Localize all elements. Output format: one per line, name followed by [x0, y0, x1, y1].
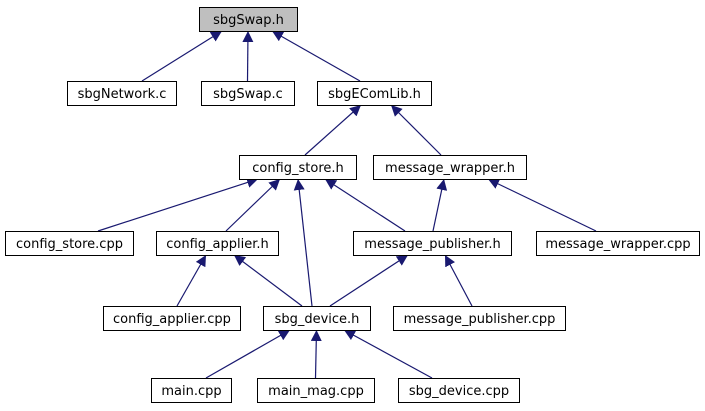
edge-main_cpp-to-sbg_device_h — [205, 329, 291, 379]
node-label: sbgEComLib.h — [328, 87, 421, 102]
node-label: config_store.cpp — [16, 237, 123, 252]
node-box — [257, 378, 375, 403]
node-label: message_wrapper.h — [385, 161, 515, 176]
node-sbg_device_h[interactable]: sbg_device.h — [263, 306, 371, 331]
edge-message_wrapper_cpp-to-message_wrapper_h — [487, 178, 597, 232]
edge-config_store_h-to-sbgecomlib_h — [304, 104, 362, 156]
node-config_store_cpp[interactable]: config_store.cpp — [5, 231, 134, 256]
node-label: sbgSwap.c — [213, 87, 283, 102]
node-box — [263, 306, 371, 331]
node-message_wrapper_cpp[interactable]: message_wrapper.cpp — [536, 231, 700, 256]
edge-message_publisher_h-to-message_wrapper_h — [432, 178, 448, 232]
node-label: main.cpp — [161, 384, 221, 399]
node-sbgnetwork_c[interactable]: sbgNetwork.c — [67, 81, 177, 106]
edge-message_wrapper_h-to-sbgecomlib_h — [390, 104, 442, 156]
node-box — [353, 231, 512, 256]
node-message_publisher_h[interactable]: message_publisher.h — [353, 231, 512, 256]
node-box — [5, 231, 134, 256]
edge-message_publisher_cpp-to-message_publisher_h — [444, 254, 473, 307]
node-sbgswap_h: sbgSwap.h — [199, 7, 298, 32]
edge-main_mag_cpp-to-sbg_device_h — [310, 329, 322, 379]
nodes-layer: sbgSwap.h sbgNetwork.c sbgSwap.c sbgEComLib… — [5, 7, 700, 403]
node-label: message_wrapper.cpp — [545, 237, 690, 252]
node-label: sbgSwap.h — [213, 13, 284, 28]
node-box — [239, 155, 357, 180]
edge-config_applier_h-to-config_store_h — [225, 178, 281, 232]
node-sbgswap_c[interactable]: sbgSwap.c — [201, 81, 295, 106]
edges-layer — [97, 30, 597, 379]
node-sbgecomlib_h[interactable]: sbgEComLib.h — [317, 81, 432, 106]
node-label: sbg_device.h — [275, 312, 360, 327]
node-box — [373, 155, 527, 180]
node-box — [199, 7, 298, 32]
edge-sbgswap_c-to-sbgswap_h — [242, 30, 254, 82]
node-box — [67, 81, 177, 106]
edge-sbgecomlib_h-to-sbgswap_h — [271, 30, 361, 82]
node-box — [536, 231, 700, 256]
node-message_wrapper_h[interactable]: message_wrapper.h — [373, 155, 527, 180]
edge-message_publisher_h-to-config_store_h — [324, 178, 406, 232]
node-label: sbgNetwork.c — [78, 87, 167, 102]
node-sbg_device_cpp[interactable]: sbg_device.cpp — [398, 378, 520, 403]
edge-sbg_device_h-to-message_publisher_h — [329, 254, 409, 307]
edge-sbg_device_h-to-config_applier_h — [233, 254, 303, 307]
node-config_applier_cpp[interactable]: config_applier.cpp — [103, 306, 241, 331]
node-config_store_h[interactable]: config_store.h — [239, 155, 357, 180]
edge-sbg_device_h-to-config_store_h — [293, 178, 313, 307]
node-box — [201, 81, 295, 106]
node-box — [398, 378, 520, 403]
node-box — [103, 306, 241, 331]
edge-sbg_device_cpp-to-sbg_device_h — [343, 329, 433, 379]
edge-config_store_cpp-to-config_store_h — [97, 177, 259, 232]
node-label: main_mag.cpp — [268, 384, 364, 399]
node-label: message_publisher.h — [364, 237, 500, 252]
node-label: sbg_device.cpp — [409, 384, 509, 399]
node-label: config_store.h — [252, 161, 344, 176]
node-box — [317, 81, 432, 106]
node-main_cpp[interactable]: main.cpp — [151, 378, 232, 403]
node-config_applier_h[interactable]: config_applier.h — [156, 231, 279, 256]
node-label: message_publisher.cpp — [404, 312, 556, 327]
node-box — [156, 231, 279, 256]
node-label: config_applier.h — [166, 237, 269, 252]
node-main_mag_cpp[interactable]: main_mag.cpp — [257, 378, 375, 403]
node-message_publisher_cpp[interactable]: message_publisher.cpp — [393, 306, 566, 331]
edge-sbgnetwork_c-to-sbgswap_h — [141, 30, 223, 82]
node-label: config_applier.cpp — [113, 312, 231, 327]
node-box — [151, 378, 232, 403]
edge-config_applier_cpp-to-config_applier_h — [176, 254, 207, 307]
node-box — [393, 306, 566, 331]
